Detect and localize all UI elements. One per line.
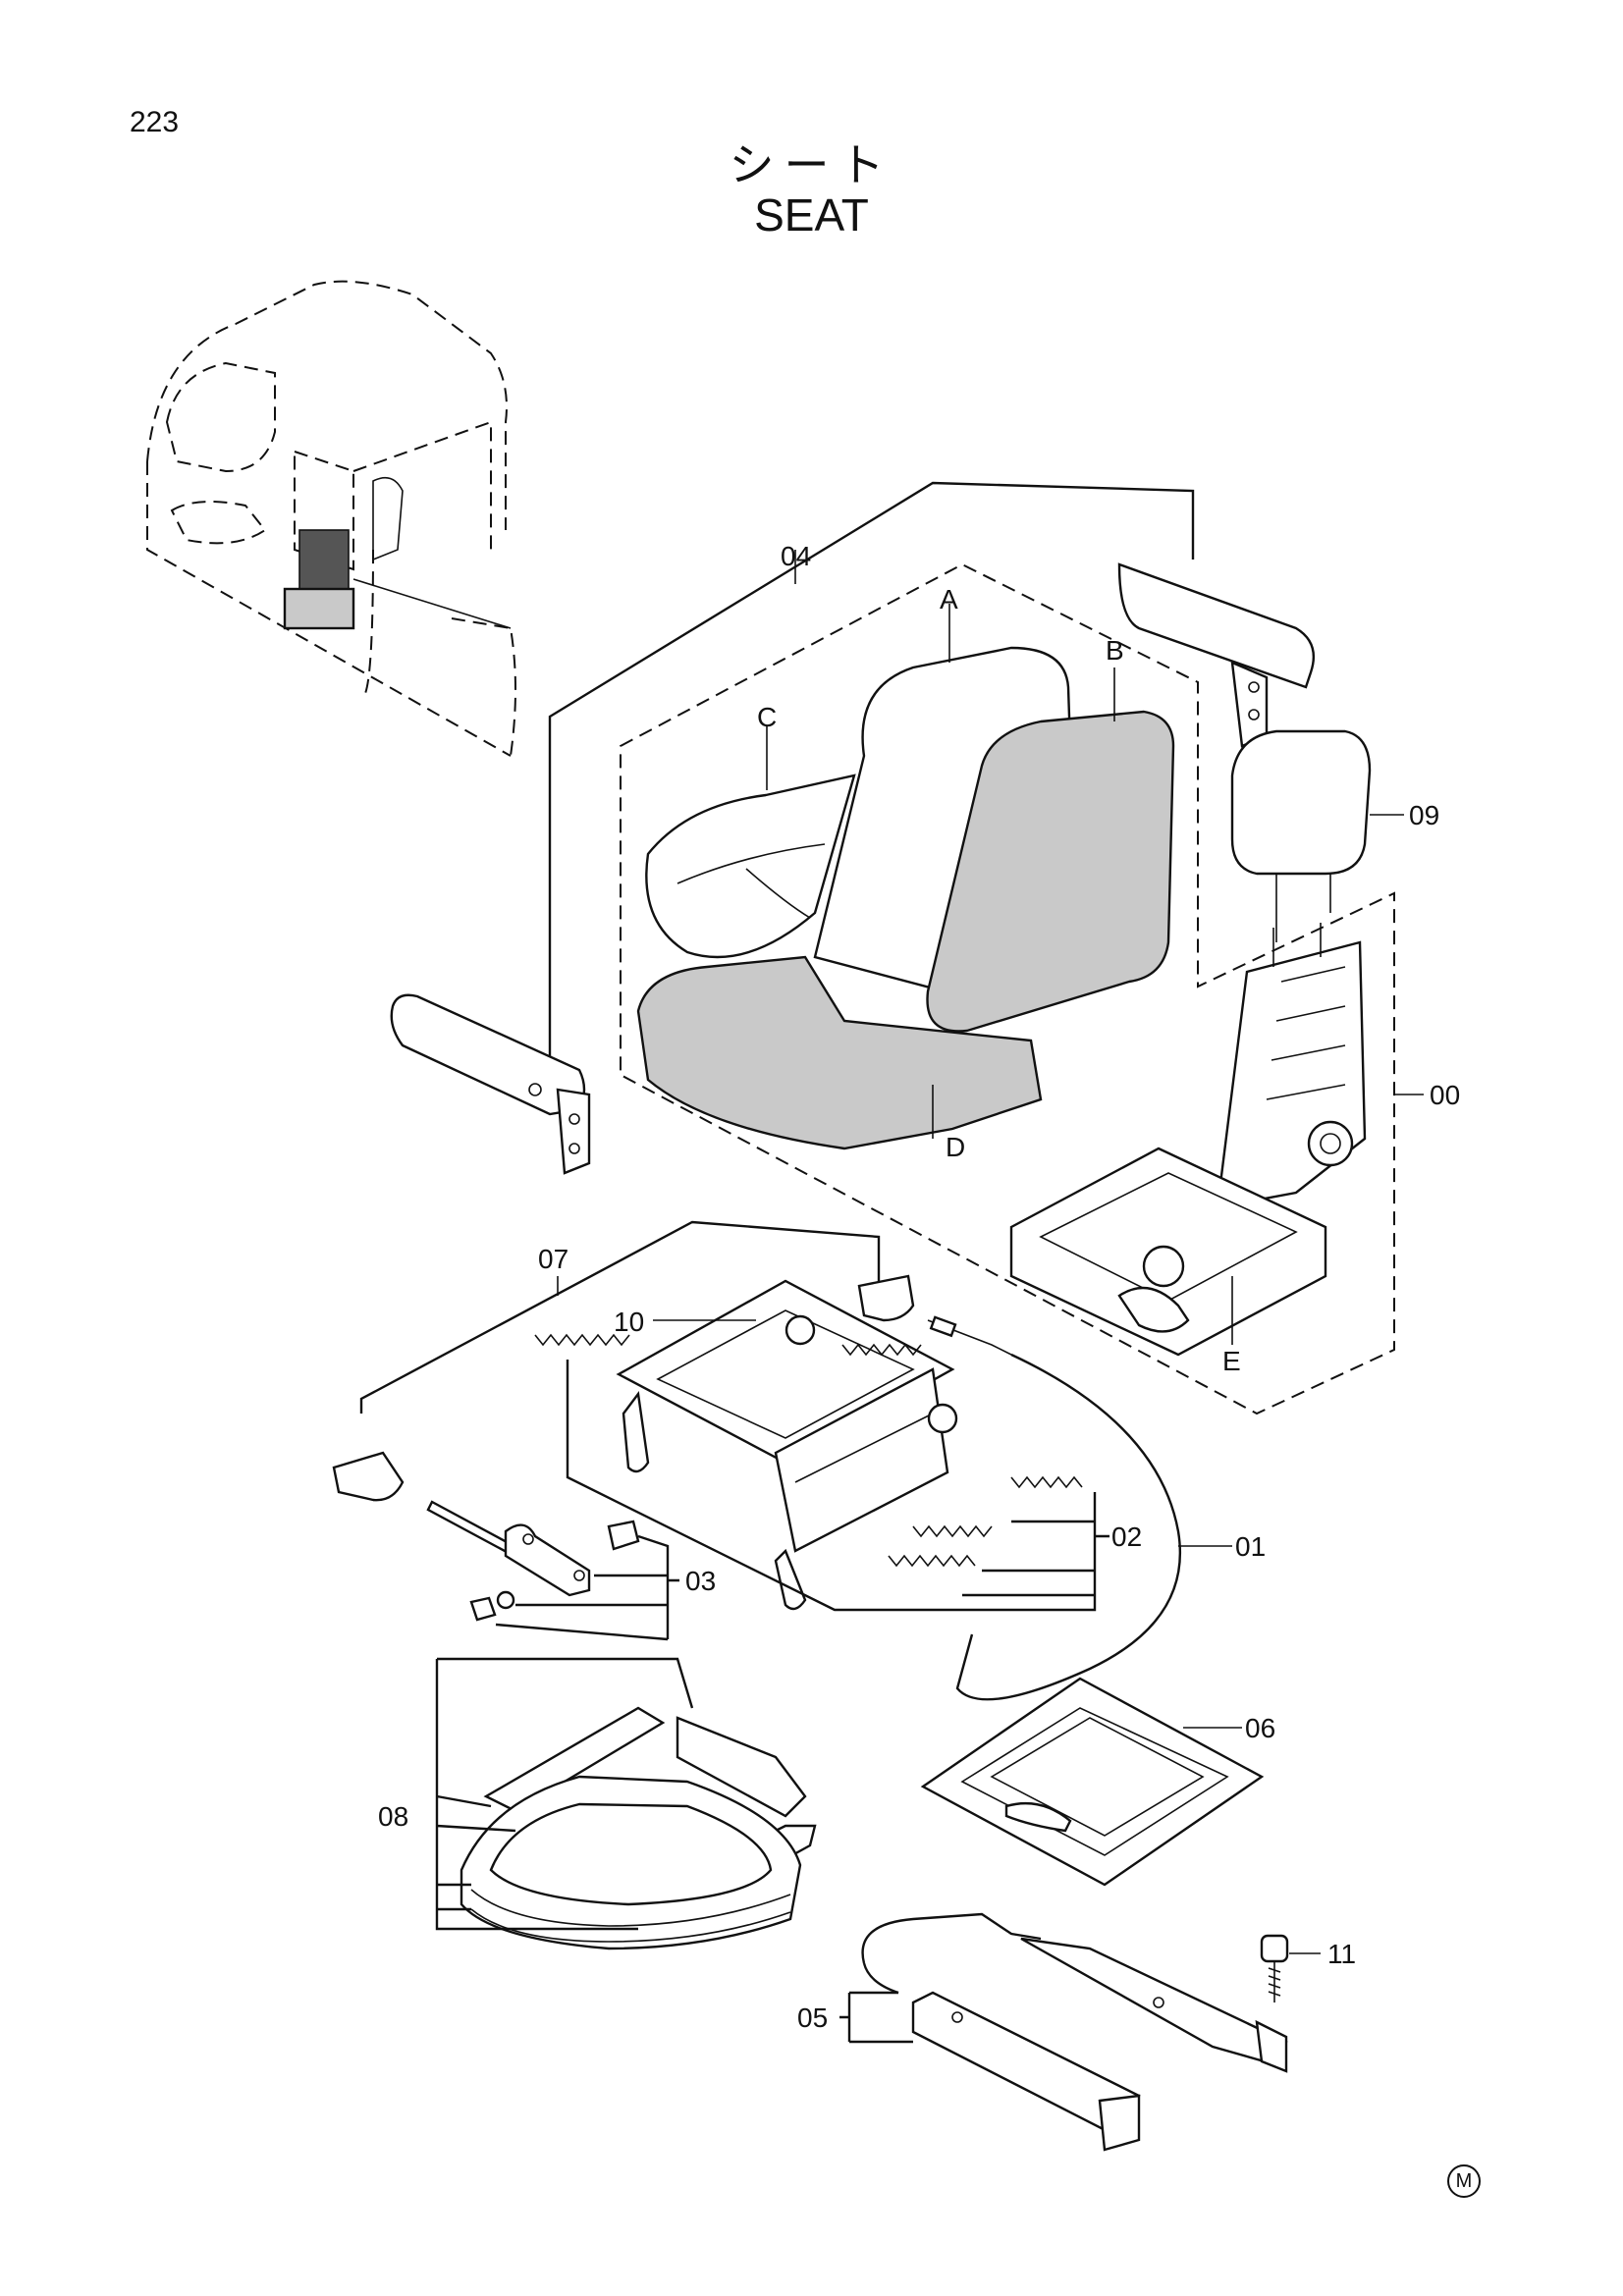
- cab-location-illustration: [146, 280, 516, 757]
- callout-02-bracket: [566, 1360, 1109, 1612]
- seat-assembly-outline: [620, 562, 1395, 1415]
- rod-and-bracket-set: [426, 1500, 640, 1622]
- callout-06: 06: [1245, 1713, 1275, 1743]
- callout-08: 08: [378, 1801, 408, 1832]
- callout-03-bracket: [495, 1534, 679, 1641]
- callout-a: A: [940, 584, 958, 614]
- page-title-japanese: シート: [729, 138, 894, 191]
- callout-10: 10: [614, 1307, 644, 1337]
- armrest-left: [390, 993, 591, 1175]
- release-cable: [927, 1315, 1232, 1701]
- headrest: [1230, 729, 1404, 942]
- suspension-frame: [616, 1279, 958, 1611]
- slide-plate: [920, 1677, 1265, 1887]
- callout-04: 04: [781, 541, 811, 571]
- back-cover-b: [926, 667, 1175, 1033]
- callout-e: E: [1222, 1346, 1241, 1376]
- page-number: 223: [130, 106, 180, 138]
- callout-11: 11: [1327, 1939, 1356, 1969]
- callout-d: D: [946, 1132, 965, 1162]
- slide-rails: [861, 1912, 1288, 2152]
- callout-01: 01: [1235, 1531, 1266, 1562]
- callout-07: 07: [538, 1244, 568, 1274]
- bottom-cover-d: [636, 955, 1043, 1150]
- page-title: SEAT: [754, 189, 869, 240]
- stopper-left: [332, 1451, 405, 1502]
- spring-set: [534, 1333, 1083, 1568]
- callout-b: B: [1106, 635, 1124, 666]
- callout-05-bracket: [839, 1991, 913, 2044]
- callout-c: C: [757, 702, 777, 732]
- manufacturer-marker: M: [1447, 2164, 1481, 2198]
- callout-00: 00: [1430, 1080, 1460, 1110]
- callout-07-bracket: [359, 1220, 881, 1414]
- callout-03: 03: [685, 1566, 716, 1596]
- seat-frame-e: [1009, 923, 1424, 1357]
- mounting-plates-and-boot: [460, 1706, 817, 1950]
- stopper-right: [857, 1274, 915, 1322]
- callout-09: 09: [1409, 800, 1439, 830]
- callout-08-bracket: [435, 1657, 694, 1931]
- armrest-right: [1117, 562, 1316, 748]
- callout-04-bracket: [548, 481, 1195, 1090]
- seat-cushion-c: [645, 726, 856, 959]
- callout-05: 05: [797, 2002, 828, 2033]
- bolt: [1260, 1934, 1321, 2002]
- callout-02: 02: [1111, 1522, 1142, 1552]
